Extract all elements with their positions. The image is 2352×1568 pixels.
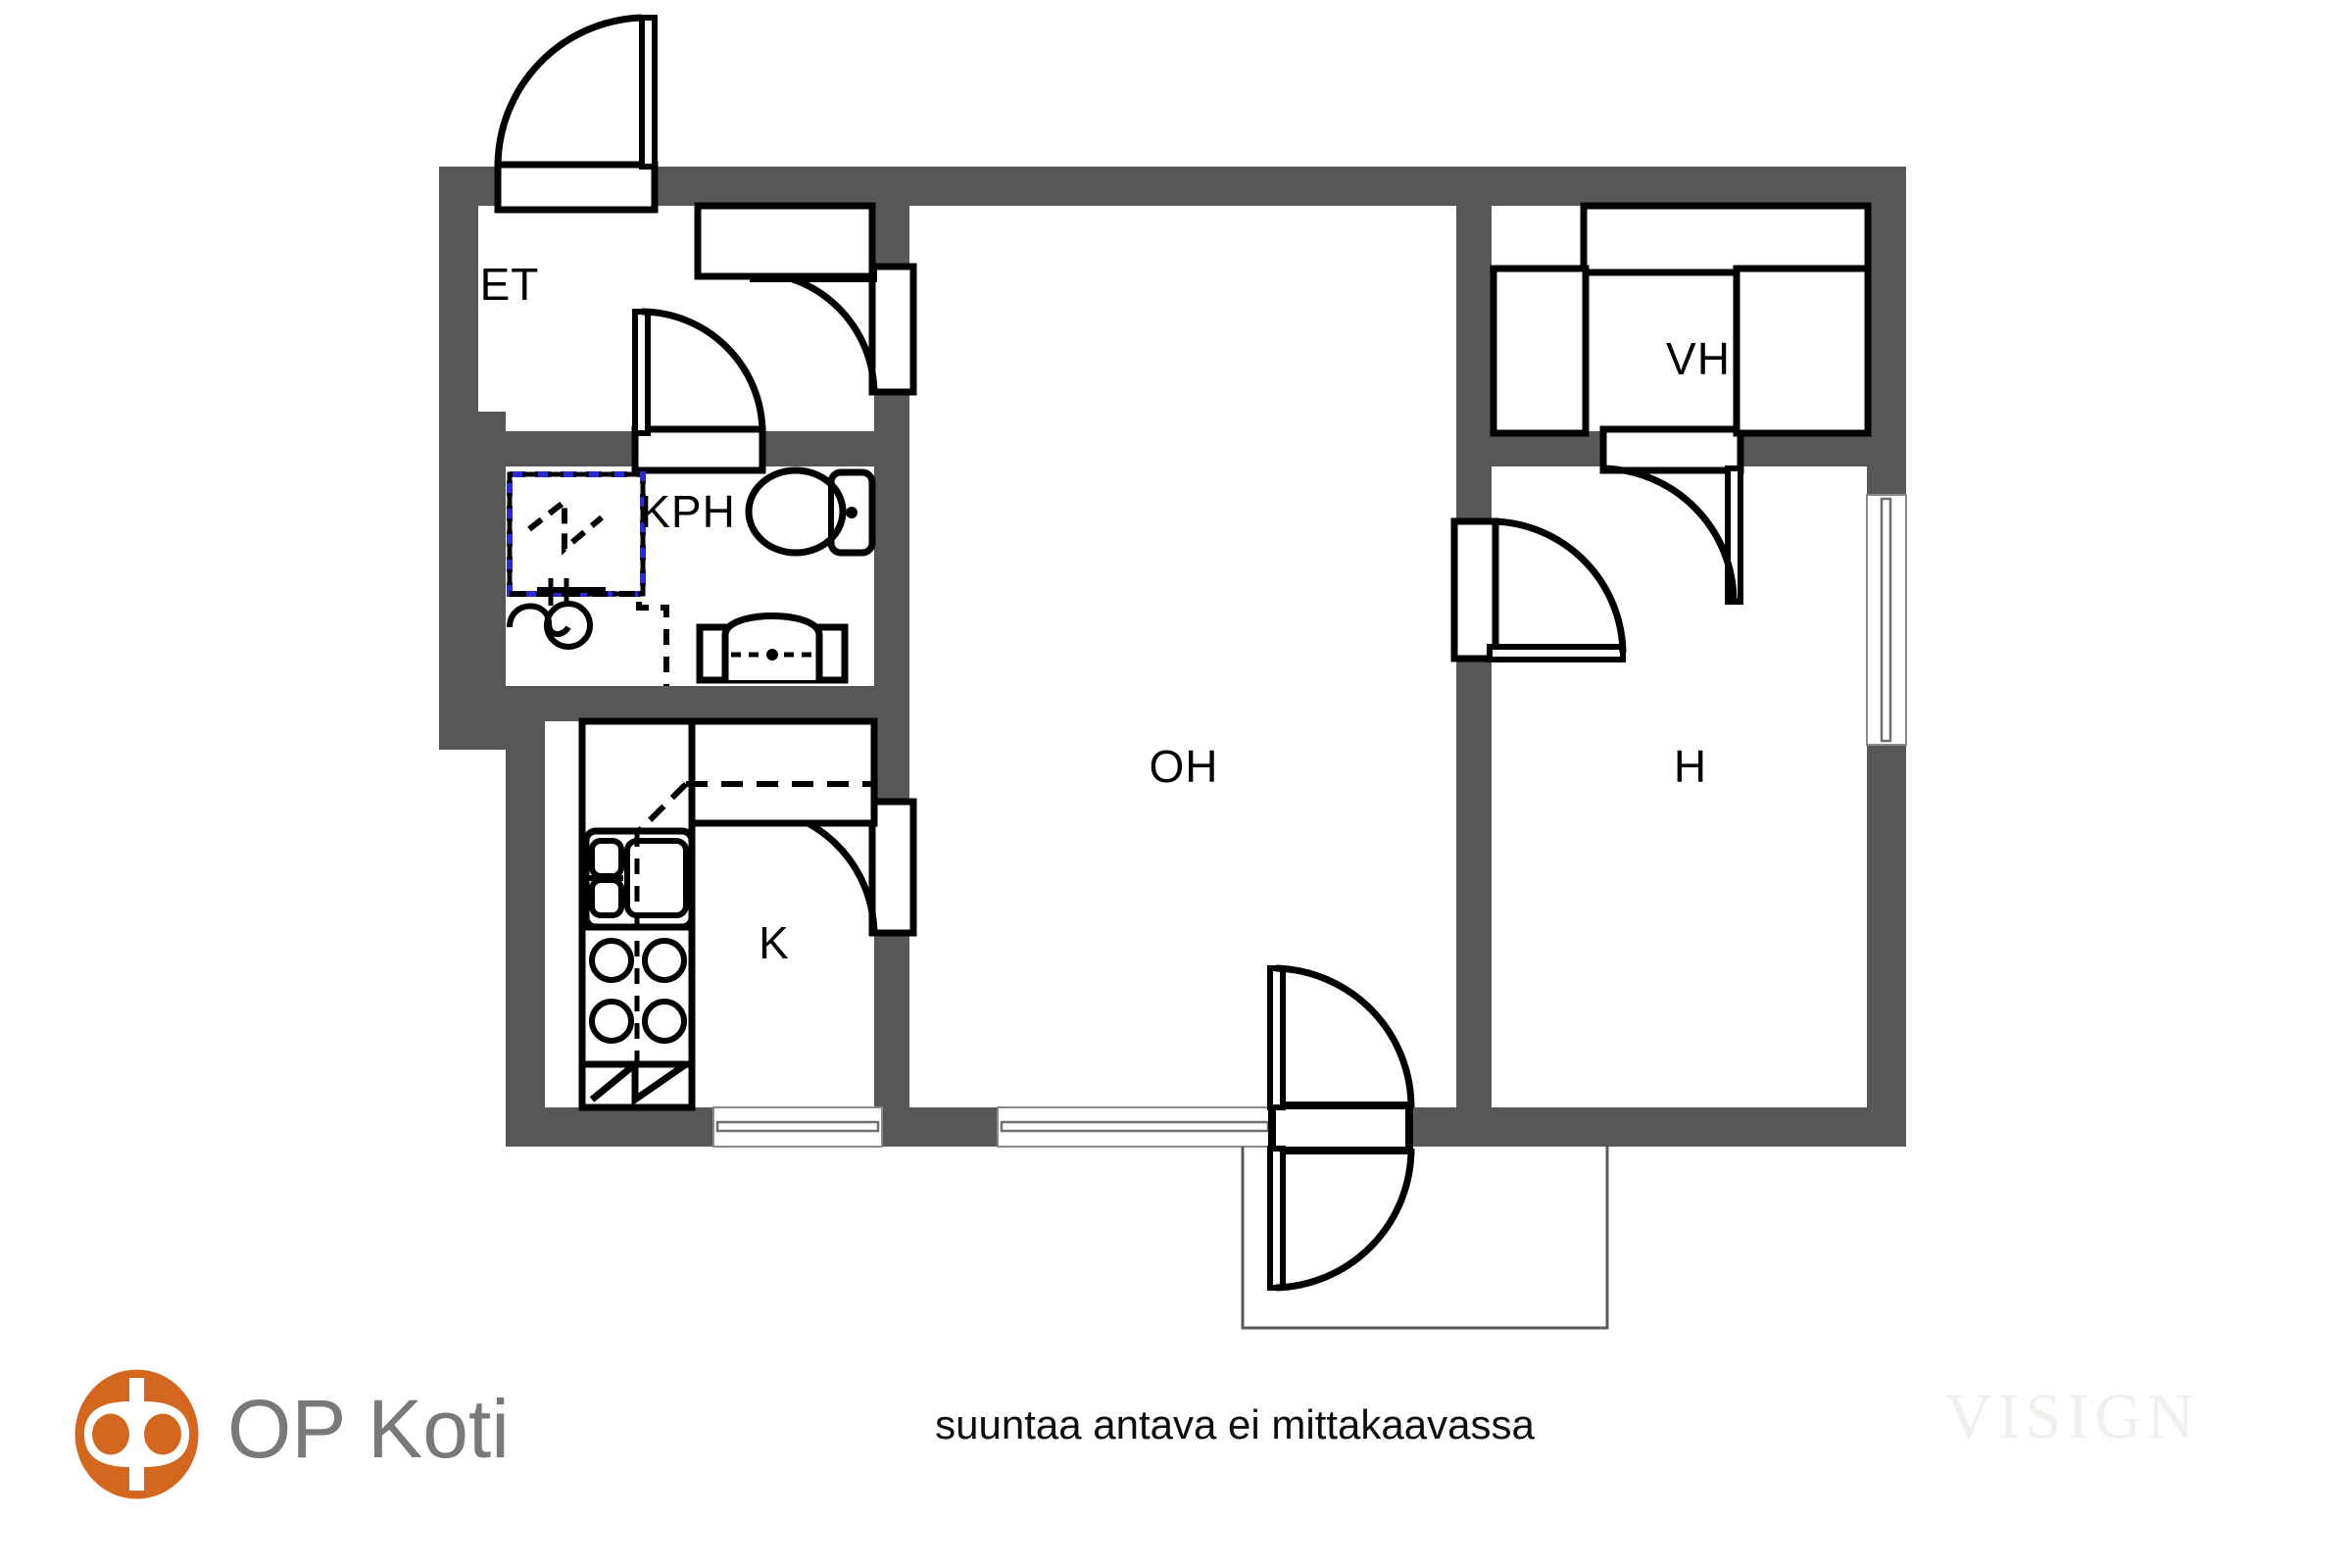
floor-drain	[507, 578, 606, 650]
brand-name: OP Koti	[227, 1383, 510, 1475]
op-logo-icon	[74, 1369, 199, 1499]
footer: OP Koti suuntaa antava ei mittakaavassa …	[0, 1343, 2352, 1539]
vh-shelf-top	[1580, 202, 1872, 276]
vh-door	[1599, 425, 1744, 605]
vh-shelf-left	[1490, 265, 1590, 437]
vh-shelving	[1490, 202, 1872, 437]
kitchen-dishwasher	[578, 1056, 696, 1111]
room-label-et: ET	[479, 259, 540, 310]
brand-logo: OP Koti	[71, 1360, 678, 1507]
toilet	[745, 466, 876, 557]
plan-caption: suuntaa antava ei mittakaavassa	[935, 1401, 1535, 1447]
room-label-oh: OH	[1149, 741, 1219, 792]
entrance-door	[494, 14, 659, 214]
doors	[494, 14, 1744, 1292]
kitchen-window	[712, 1106, 883, 1148]
bedroom-window	[1866, 494, 1907, 746]
room-label-vh: VH	[1666, 333, 1731, 384]
room-label-k: K	[759, 917, 790, 968]
bedroom-door	[1450, 517, 1627, 662]
vh-shelf-right	[1733, 265, 1872, 437]
balcony-outline	[1241, 1147, 1609, 1330]
wash-basin	[696, 612, 849, 684]
bathroom-fixtures	[507, 466, 876, 686]
room-label-kph: KPH	[640, 486, 736, 537]
bathroom-plumbing-line	[510, 591, 669, 686]
et-closet	[694, 202, 876, 280]
windows	[712, 494, 1907, 1148]
kitchen-sink	[582, 827, 696, 931]
watermark: VISIGN	[1945, 1381, 2200, 1452]
washing-machine	[507, 471, 646, 597]
room-label-h: H	[1673, 741, 1708, 792]
balcony-door	[1267, 964, 1415, 1292]
living-room-window	[997, 1106, 1273, 1148]
et-to-oh-door	[750, 263, 917, 396]
et-to-kph-door	[631, 308, 766, 474]
kitchen-fixtures	[578, 717, 878, 1111]
